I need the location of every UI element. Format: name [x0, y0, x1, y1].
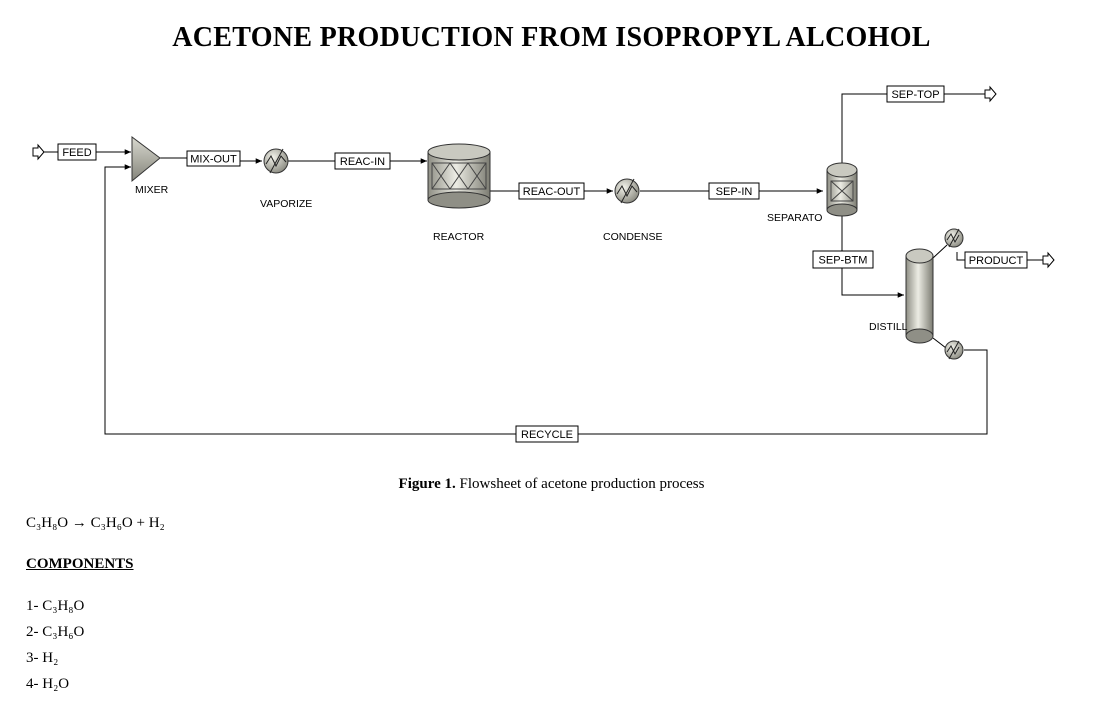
unit-label-vaporize: VAPORIZE: [260, 198, 312, 210]
reactor-icon[interactable]: [427, 143, 491, 209]
feed-inlet-arrow-icon: [32, 143, 45, 161]
sepbtm-line-b: [841, 268, 904, 298]
sep-top-outlet-arrow-icon: [984, 85, 997, 103]
product-outlet-arrow-icon: [1042, 251, 1055, 269]
mixer-icon[interactable]: [131, 136, 161, 183]
stream-label-reac-out[interactable]: REAC-OUT: [523, 186, 581, 198]
distillation-column-icon[interactable]: [905, 248, 934, 344]
process-flowsheet: FEED MIX-OUT REAC-IN REAC-OUT SEP-IN SEP…: [32, 85, 1055, 443]
figure-caption: Figure 1. Flowsheet of acetone productio…: [0, 476, 1103, 493]
page-title: ACETONE PRODUCTION FROM ISOPROPYL ALCOHO…: [172, 22, 931, 53]
stream-label-mix-out[interactable]: MIX-OUT: [190, 154, 237, 166]
unit-label-separator: SEPARATO: [767, 212, 822, 224]
figure-caption-label: Figure 1.: [398, 476, 456, 492]
unit-label-condense: CONDENSE: [603, 231, 663, 243]
stream-label-recycle[interactable]: RECYCLE: [521, 429, 573, 441]
column-condenser-icon[interactable]: [944, 228, 964, 248]
separator-icon[interactable]: [826, 162, 858, 217]
recycle-line-b: [104, 164, 516, 435]
stream-label-feed[interactable]: FEED: [62, 147, 91, 159]
component-item: 4- H₂O: [26, 676, 70, 692]
stream-label-reac-in[interactable]: REAC-IN: [340, 156, 385, 168]
figure-caption-text: Flowsheet of acetone production process: [455, 476, 705, 492]
condenser-cooler-icon[interactable]: [614, 178, 640, 204]
stream-label-sep-top[interactable]: SEP-TOP: [891, 89, 939, 101]
component-item: 3- H₂: [26, 650, 59, 666]
condenser-connector: [932, 244, 948, 259]
reboiler-connector: [932, 337, 947, 349]
septop-line-a: [841, 93, 887, 163]
recycle-line-a: [578, 349, 988, 435]
stream-label-sep-btm[interactable]: SEP-BTM: [819, 255, 868, 267]
stream-label-product[interactable]: PRODUCT: [969, 255, 1024, 267]
components-heading: COMPONENTS: [26, 556, 134, 572]
unit-label-distill: DISTILL: [869, 321, 908, 333]
product-line-a: [956, 252, 965, 261]
component-item: 1- C₃H₈O: [26, 598, 85, 614]
component-item: 2- C₃H₆O: [26, 624, 85, 640]
reaction-equation: C₃H₈O → C₃H₆O + H₂: [26, 515, 165, 531]
unit-label-mixer: MIXER: [135, 184, 169, 196]
components-list: 1- C₃H₈O 2- C₃H₆O 3- H₂ 4- H₂O: [26, 596, 84, 700]
stream-label-sep-in[interactable]: SEP-IN: [716, 186, 753, 198]
unit-label-reactor: REACTOR: [433, 231, 485, 243]
stream-lines: [44, 93, 1043, 435]
vaporizer-heater-icon[interactable]: [263, 148, 289, 174]
column-reboiler-icon[interactable]: [944, 340, 964, 360]
